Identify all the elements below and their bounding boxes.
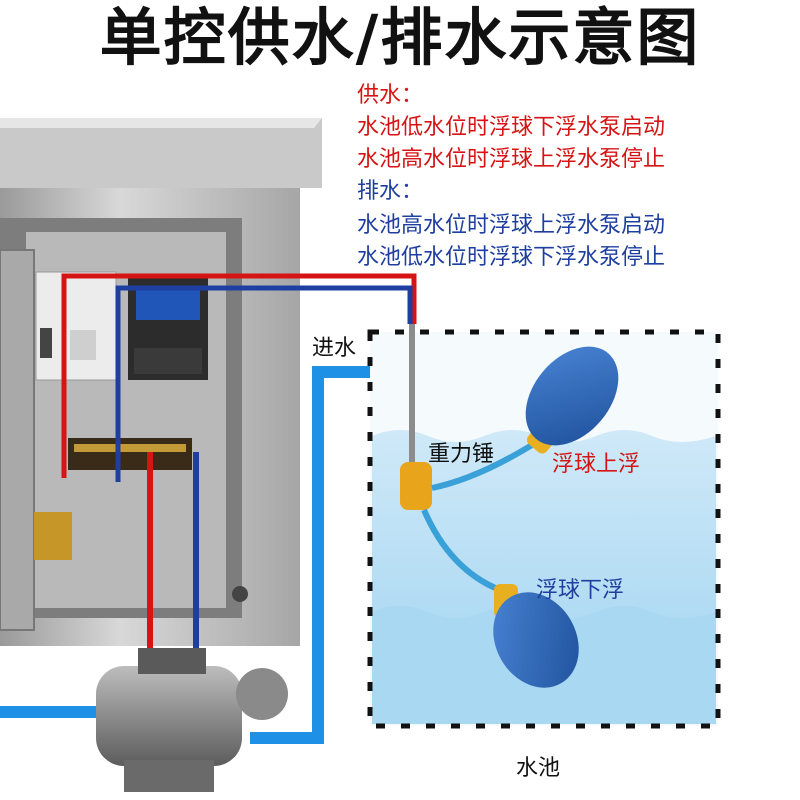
water-pump bbox=[96, 648, 288, 792]
drain-line-2: 水池低水位时浮球下浮水泵停止 bbox=[357, 245, 666, 270]
float-down-label: 浮球下浮 bbox=[536, 578, 625, 603]
supply-line-1: 水池低水位时浮球下浮水泵启动 bbox=[357, 115, 666, 140]
inlet-label: 进水 bbox=[312, 336, 357, 361]
pool-label: 水池 bbox=[516, 756, 561, 781]
float-switch bbox=[400, 324, 619, 688]
supply-heading: 供水： bbox=[357, 83, 424, 108]
weight-label: 重力锤 bbox=[428, 442, 495, 467]
page-title: 单控供水/排水示意图 bbox=[99, 1, 701, 74]
drain-line-1: 水池高水位时浮球上浮水泵启动 bbox=[357, 213, 666, 238]
supply-line-2: 水池高水位时浮球上浮水泵停止 bbox=[357, 147, 666, 172]
control-box bbox=[0, 118, 322, 646]
float-up-label: 浮球上浮 bbox=[552, 452, 641, 477]
drain-heading: 排水： bbox=[357, 179, 424, 204]
wiring bbox=[61, 273, 417, 660]
